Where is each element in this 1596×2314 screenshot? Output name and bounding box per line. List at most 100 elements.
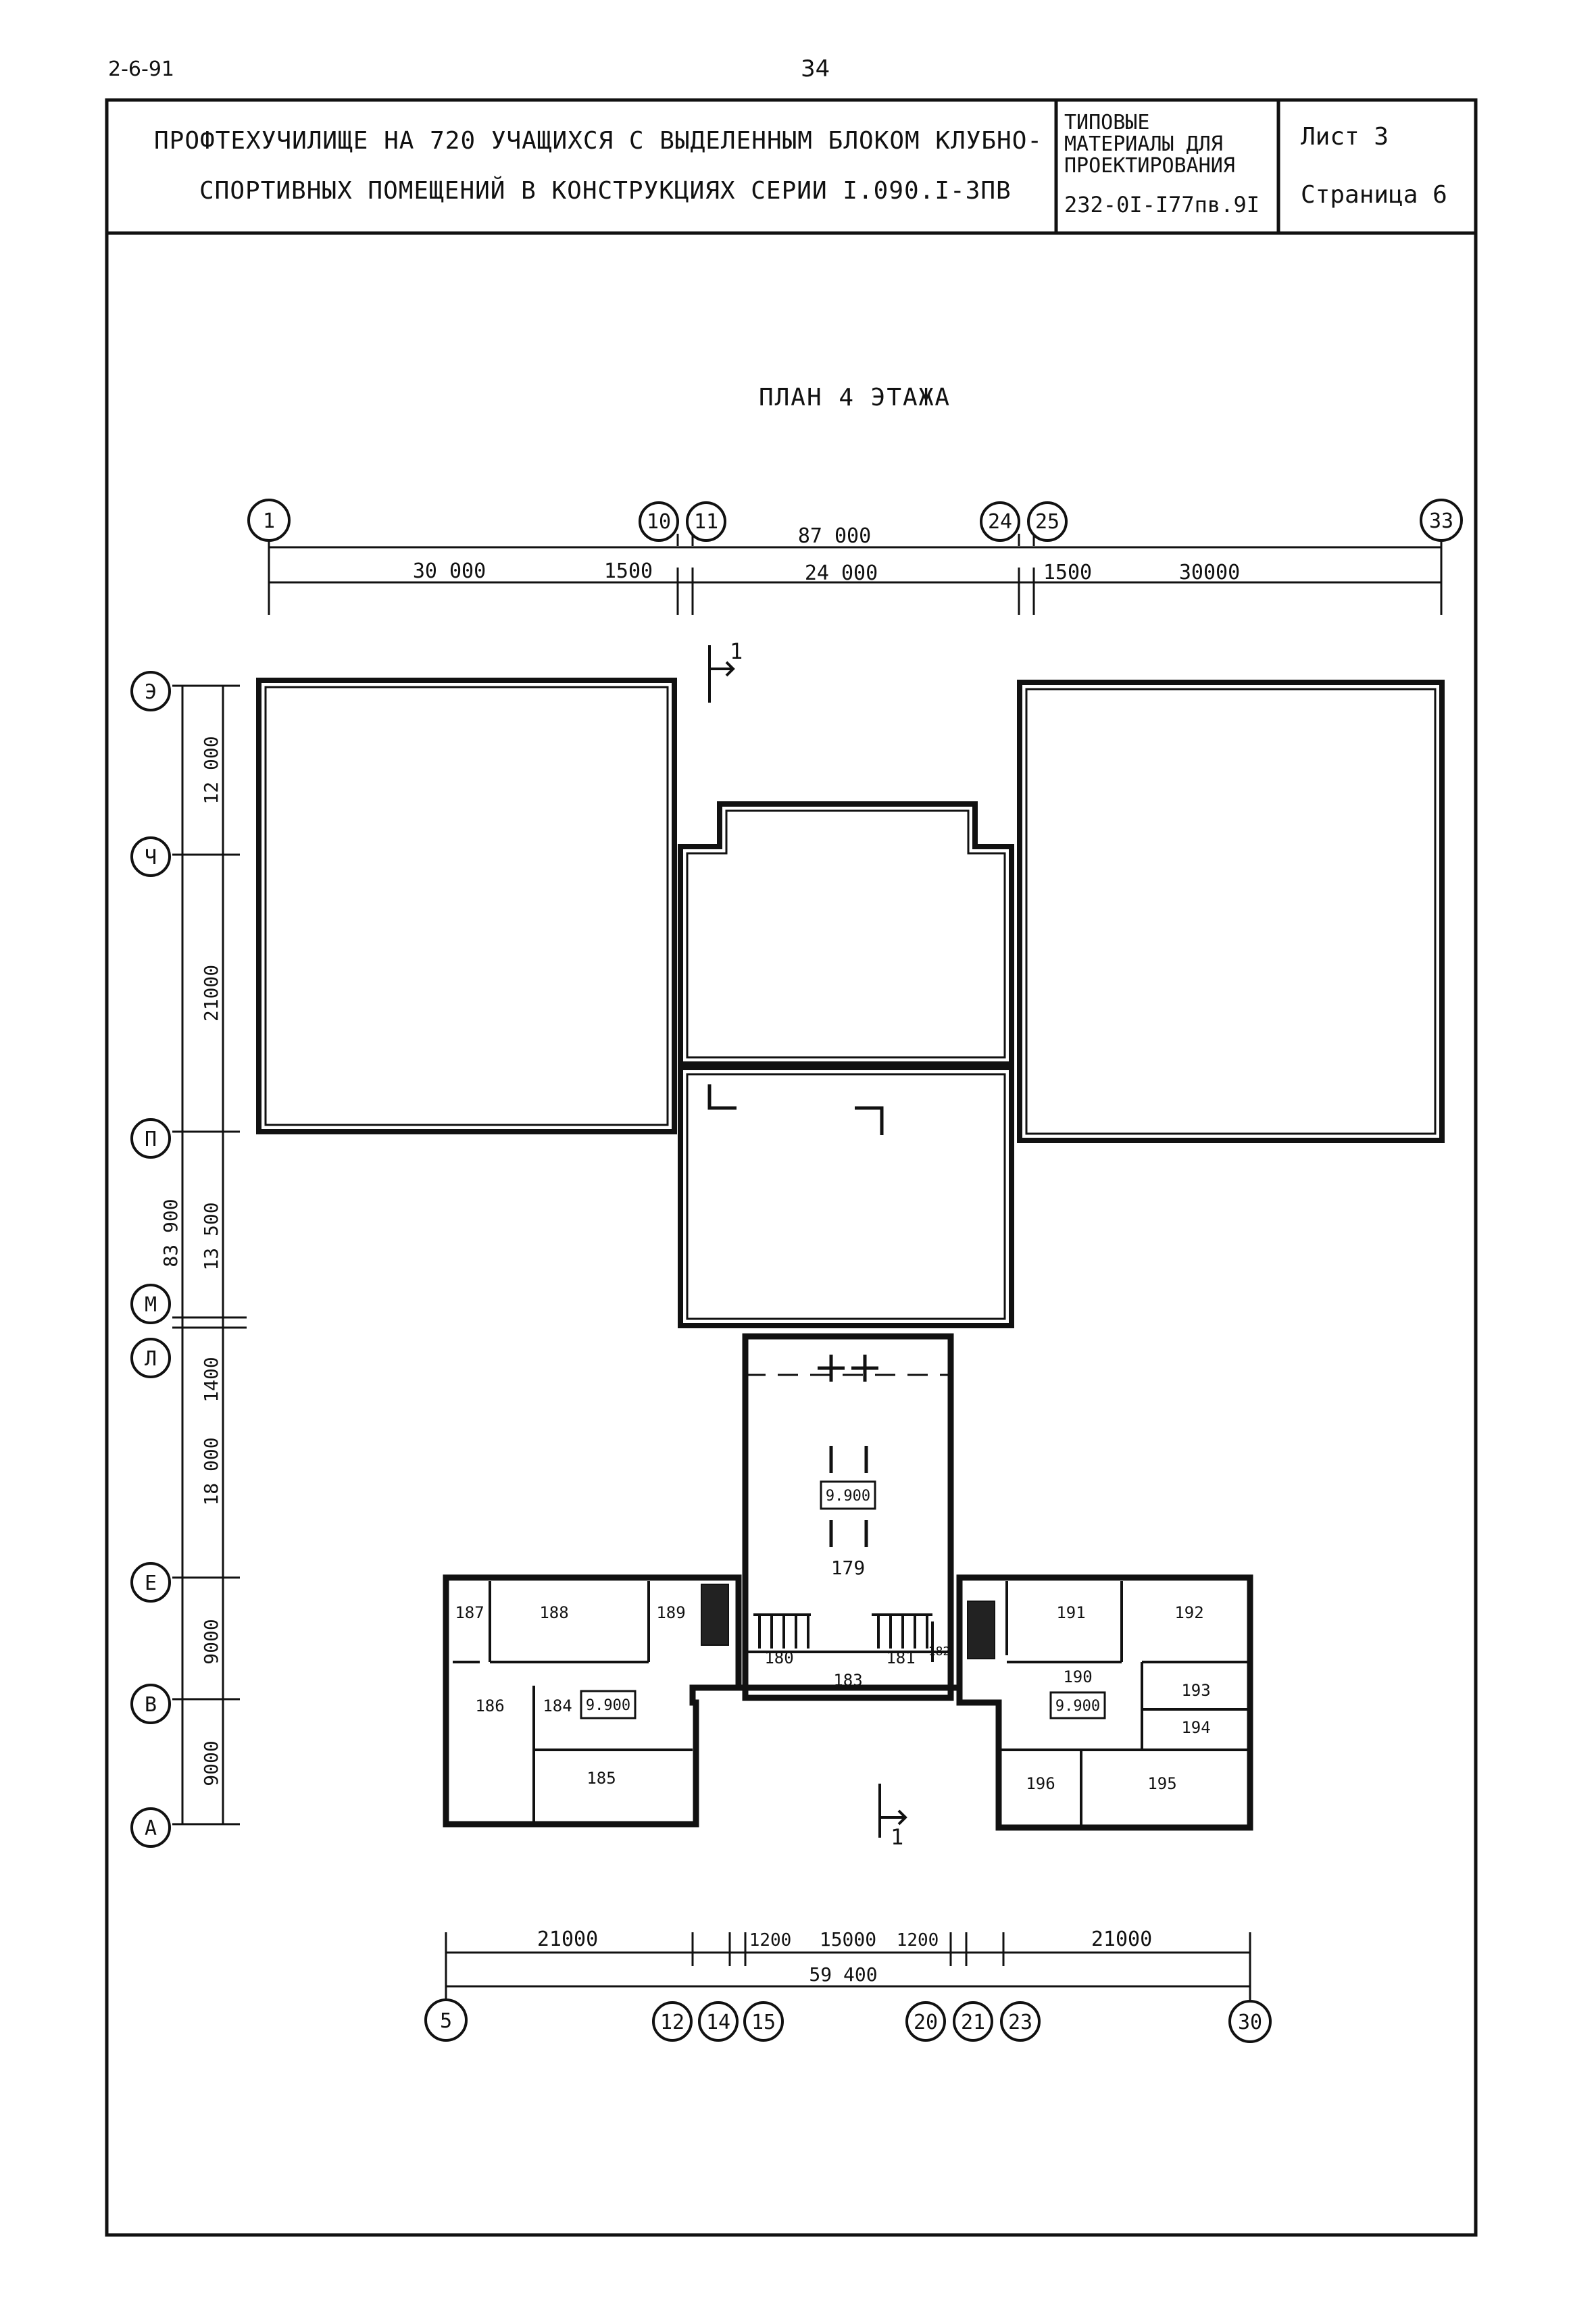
dimension: 13 500	[200, 1202, 222, 1270]
axis-label: 20	[914, 2011, 938, 2034]
axis-label: А	[145, 1817, 157, 1840]
axis-bubble	[247, 499, 291, 542]
axis-bubble	[130, 1338, 171, 1378]
axis-bubble	[130, 1284, 171, 1324]
axis-bubble	[652, 2001, 693, 2042]
dimension: 1500	[604, 559, 653, 583]
axis-bubble	[424, 1998, 468, 2042]
sheet-frame	[105, 98, 1478, 2237]
room-number: 192	[1174, 1603, 1203, 1622]
plan-title: ПЛАН 4 ЭТАЖА	[759, 384, 951, 411]
axis-label: В	[145, 1693, 157, 1717]
axis-label: 1	[263, 509, 275, 533]
axis-label: 15	[751, 2011, 776, 2034]
wing-right-upper	[1017, 680, 1445, 1143]
center-upper-block	[678, 801, 1014, 1067]
axis-bubble	[639, 501, 679, 542]
axis-bubble	[743, 2001, 784, 2042]
axis-bubble	[980, 501, 1020, 542]
dimension: 21000	[537, 1928, 598, 1951]
axis-bubble	[1420, 499, 1463, 542]
standard-line2: МАТЕРИАЛЫ ДЛЯ	[1064, 132, 1223, 156]
axis-label: М	[145, 1293, 157, 1317]
dimension: 15000	[820, 1928, 876, 1951]
page-number: 34	[801, 55, 830, 82]
axis-bubble	[698, 2001, 739, 2042]
room-number: 179	[831, 1557, 866, 1579]
standard-code: 232-0I-I77пв.9I	[1064, 192, 1260, 218]
room-number: 189	[656, 1603, 685, 1622]
dimension: 1200	[897, 1930, 939, 1951]
section-mark-label: 1	[891, 1824, 903, 1850]
axis-bubble	[1000, 2001, 1041, 2042]
axis-bubble	[130, 836, 171, 877]
axis-label: 21	[961, 2011, 985, 2034]
dimension: 9000	[200, 1619, 222, 1664]
project-title-line2: СПОРТИВНЫХ ПОМЕЩЕНИЙ В КОНСТРУКЦИЯХ СЕРИ…	[199, 177, 1012, 205]
dimension: 12 000	[200, 736, 222, 804]
section-mark-bottom	[878, 1784, 907, 1838]
section-mark-label: 1	[730, 638, 743, 664]
dimension: 21000	[200, 965, 222, 1022]
dimension: 9000	[200, 1740, 222, 1786]
dimension: 1500	[1043, 561, 1092, 584]
bottom-dimension-chain	[445, 1932, 1251, 2000]
axis-bubble	[130, 671, 171, 711]
section-mark-top	[708, 645, 735, 703]
axis-bubble	[130, 1562, 171, 1603]
hall-179	[742, 1333, 954, 1701]
dimension: 30 000	[413, 559, 486, 583]
dimension-total: 83 900	[159, 1199, 182, 1267]
axis-label: 24	[988, 510, 1012, 534]
axis-label: Л	[145, 1347, 157, 1371]
dimension: 1200	[749, 1930, 792, 1951]
project-title-line1: ПРОФТЕХУЧИЛИЩЕ НА 720 УЧАЩИХСЯ С ВЫДЕЛЕН…	[154, 127, 1043, 155]
standard-line3: ПРОЕКТИРОВАНИЯ	[1064, 154, 1235, 178]
axis-label: Э	[145, 680, 157, 704]
wing-left-upper	[256, 678, 677, 1134]
bottom-axis-bubbles	[424, 1998, 1272, 2043]
left-axis-bubbles	[130, 671, 171, 1848]
room-number: 196	[1026, 1774, 1055, 1793]
axis-label: 25	[1035, 510, 1059, 534]
left-dimension-chain	[172, 684, 247, 1826]
axis-bubble	[1228, 2000, 1272, 2043]
axis-label: 5	[440, 2009, 452, 2033]
elevation-value: 9.900	[826, 1488, 870, 1505]
axis-label: 12	[660, 2011, 684, 2034]
axis-bubble	[686, 501, 726, 542]
elevation-box	[1049, 1691, 1106, 1719]
dimension: 30000	[1179, 561, 1240, 584]
standard-line1: ТИПОВЫЕ	[1064, 111, 1150, 134]
room-number: 194	[1181, 1718, 1210, 1737]
dimension-total: 59 400	[809, 1963, 877, 1986]
axis-label: Ч	[145, 846, 157, 870]
room-number: 195	[1147, 1774, 1176, 1793]
dimension: 21000	[1091, 1928, 1152, 1951]
axis-bubble	[1027, 501, 1068, 542]
axis-bubble	[905, 2001, 946, 2042]
room-number: 191	[1056, 1603, 1085, 1622]
room-number: 183	[833, 1671, 862, 1690]
wing-right-lower	[956, 1574, 1253, 1831]
room-number: 190	[1063, 1667, 1092, 1686]
dimension-total: 87 000	[798, 524, 871, 548]
axis-label: 11	[694, 510, 718, 534]
dimension: 18 000	[200, 1437, 222, 1505]
top-left-code: 2-6-91	[108, 57, 174, 81]
room-number: 180	[764, 1649, 793, 1667]
axis-label: 30	[1238, 2011, 1262, 2034]
dimension: 1400	[200, 1357, 222, 1402]
room-number: 184	[543, 1696, 572, 1715]
sheet-number: Лист 3	[1301, 123, 1389, 151]
axis-label: 33	[1429, 509, 1453, 533]
axis-bubble	[953, 2001, 993, 2042]
axis-label: П	[145, 1128, 157, 1151]
axis-bubble	[130, 1684, 171, 1724]
room-number: 188	[539, 1603, 568, 1622]
room-number: 182	[928, 1644, 951, 1659]
axis-bubble	[130, 1118, 171, 1159]
room-number: 186	[475, 1696, 504, 1715]
center-middle-block	[678, 1065, 1014, 1328]
